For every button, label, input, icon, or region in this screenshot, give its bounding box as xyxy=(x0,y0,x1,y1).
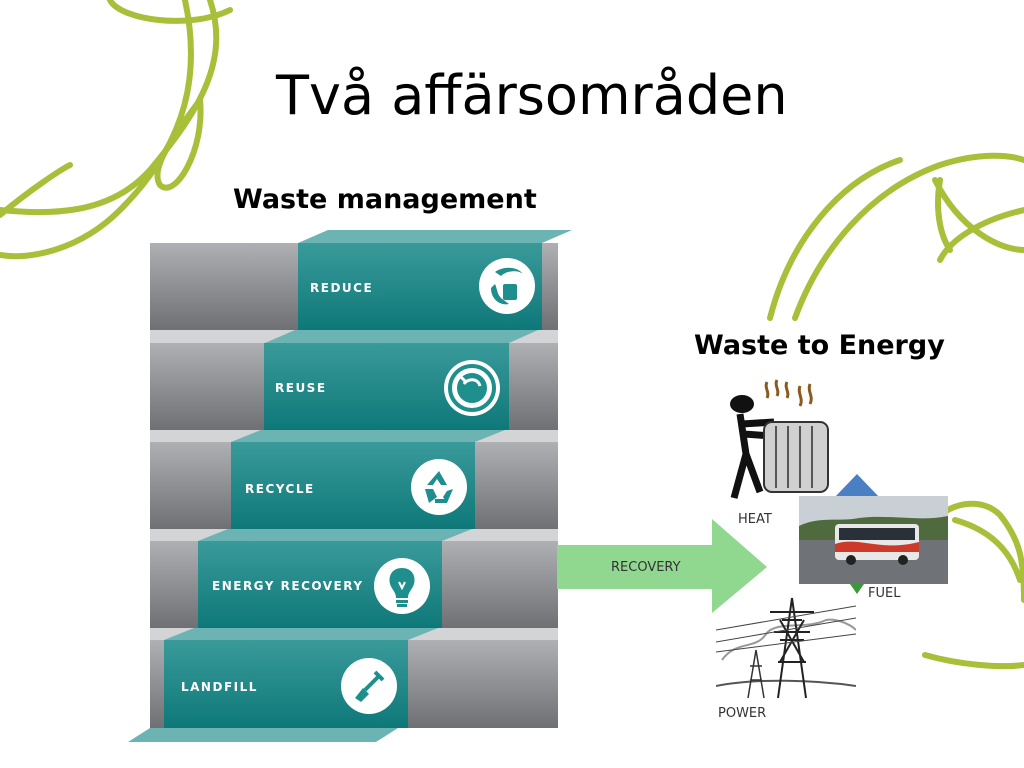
waste-management-heading: Waste management xyxy=(233,184,537,215)
fuel-label: FUEL xyxy=(868,586,901,601)
reuse-icon xyxy=(444,360,500,416)
reduce-hand-icon xyxy=(479,258,535,314)
green-triangle-icon xyxy=(850,584,864,594)
recycle-icon xyxy=(411,459,467,515)
power-label: POWER xyxy=(718,706,767,721)
heat-label: HEAT xyxy=(738,512,772,527)
waste-to-energy-heading: Waste to Energy xyxy=(694,330,945,361)
step-label-landfill: LANDFILL xyxy=(181,680,258,694)
step-label-energy-recovery: ENERGY RECOVERY xyxy=(212,579,364,593)
heat-radiator-illustration xyxy=(730,379,829,499)
step-label-recycle: RECYCLE xyxy=(245,482,315,496)
power-pylon-illustration xyxy=(716,597,856,699)
step-label-reduce: REDUCE xyxy=(310,281,374,295)
shovel-icon xyxy=(341,658,397,714)
bus-photo xyxy=(799,496,948,584)
step-label-reuse: REUSE xyxy=(275,381,327,395)
blue-triangle-icon xyxy=(834,474,880,498)
recovery-arrow xyxy=(557,519,767,613)
recovery-arrow-label: RECOVERY xyxy=(611,560,681,575)
slide-title: Två affärsområden xyxy=(276,64,788,127)
lightbulb-icon xyxy=(374,558,430,614)
